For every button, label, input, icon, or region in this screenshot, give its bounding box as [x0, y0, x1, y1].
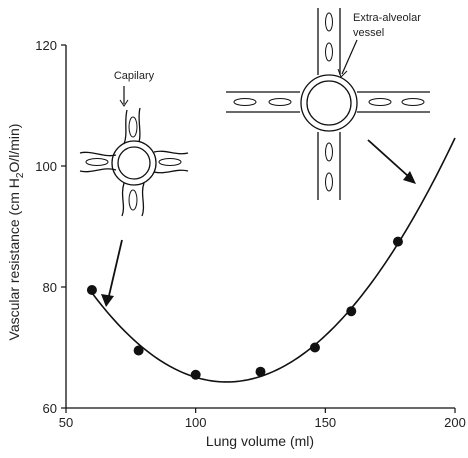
x-tick-label: 150: [314, 415, 336, 430]
data-point: [190, 369, 201, 380]
extra-alveolar-pointer: [341, 39, 358, 75]
y-tick-label: 100: [35, 159, 57, 174]
capillary-illustration: Capilary: [79, 70, 189, 217]
y-axis-title: Vascular resistance (cm H2O/l/min): [6, 124, 26, 341]
y-tick-label: 60: [43, 401, 57, 416]
capillary-label: Capilary: [114, 70, 155, 82]
data-point: [255, 366, 266, 377]
x-tick-label: 200: [444, 415, 466, 430]
extra-alveolar-label-line1: Extra-alveolar: [353, 12, 421, 24]
data-point: [133, 345, 144, 356]
capillary-arrow: [101, 239, 123, 307]
data-point: [86, 285, 97, 296]
data-points: [86, 236, 403, 380]
data-point: [309, 342, 320, 353]
x-tick-label: 100: [185, 415, 207, 430]
extra-alveolar-arrow: [367, 139, 416, 184]
fit-curve-line: [91, 137, 456, 383]
extra-alveolar-illustration: Extra-alveolar vessel: [226, 8, 430, 200]
x-tick-label: 50: [59, 415, 73, 430]
y-ticks: 60 80 100 120: [35, 38, 66, 416]
x-ticks: 50 100 150 200: [59, 408, 466, 430]
y-tick-label: 80: [43, 280, 57, 295]
extra-alveolar-label-line2: vessel: [353, 27, 384, 39]
data-point: [392, 236, 403, 247]
x-axis-title: Lung volume (ml): [206, 433, 314, 449]
y-tick-label: 120: [35, 38, 57, 53]
data-point: [346, 306, 357, 317]
